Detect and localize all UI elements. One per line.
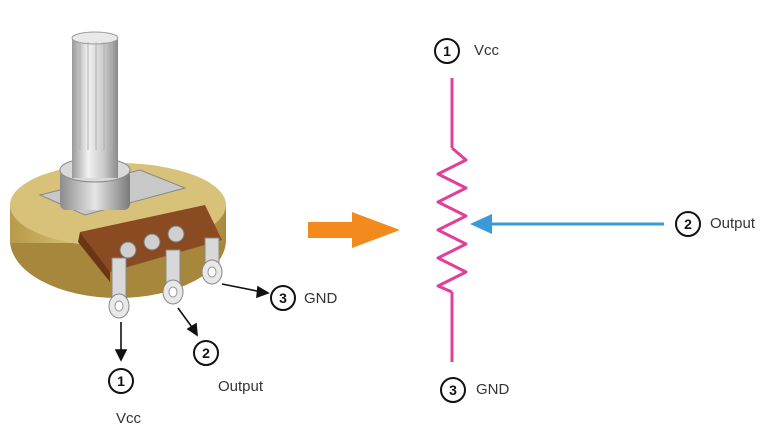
schematic-output-number: 2 (675, 211, 701, 237)
schematic-gnd-label: GND (476, 381, 510, 398)
rivet (167, 225, 185, 243)
shaft-top (71, 31, 119, 45)
transition-arrow (308, 212, 400, 248)
pin-2-arrowhead (186, 322, 198, 337)
resistor-zigzag (436, 146, 468, 294)
wiper-arrowhead (470, 214, 492, 234)
pin-2-label: Output (218, 378, 264, 395)
pin-3-arrow (221, 283, 263, 293)
pin-2-number: 2 (193, 340, 219, 366)
schematic-vcc-number: 1 (434, 38, 460, 64)
rivet (119, 241, 137, 259)
pin-3 (201, 237, 223, 285)
pin-1-arrowhead (114, 349, 128, 362)
schematic-gnd-number: 3 (440, 377, 466, 403)
pin-1-number: 1 (108, 368, 134, 394)
pin-3-number: 3 (270, 285, 296, 311)
shaft (72, 38, 118, 178)
schematic-vcc-label: Vcc (474, 42, 500, 59)
pin-1 (108, 257, 130, 319)
pin-3-arrowhead (256, 285, 270, 299)
rivet (143, 233, 161, 251)
shaft-knurl (79, 42, 113, 150)
pin-3-label: GND (304, 290, 338, 307)
terminal-board-edge (78, 232, 110, 282)
pin-2 (162, 249, 184, 305)
schematic-output-label: Output (710, 215, 756, 232)
pin-1-label: Vcc (116, 410, 142, 427)
